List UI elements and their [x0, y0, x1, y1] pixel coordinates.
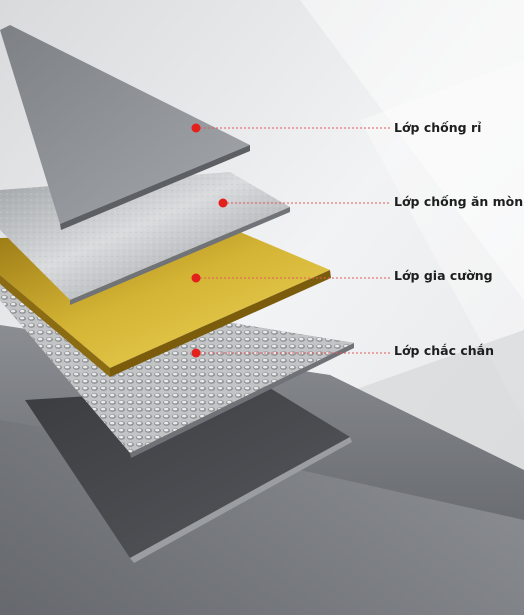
marker-dot: [191, 273, 201, 283]
layer-label-anti-corrosion: Lớp chống ăn mòn: [394, 194, 524, 209]
layer-label-anti-rust: Lớp chống rỉ: [394, 120, 482, 135]
layer-label-reinforcement: Lớp gia cường: [394, 268, 493, 283]
marker-dot: [218, 198, 228, 208]
layer-label-sturdy: Lớp chắc chắn: [394, 343, 494, 358]
marker-dot: [191, 123, 201, 133]
marker-dot: [191, 348, 201, 358]
